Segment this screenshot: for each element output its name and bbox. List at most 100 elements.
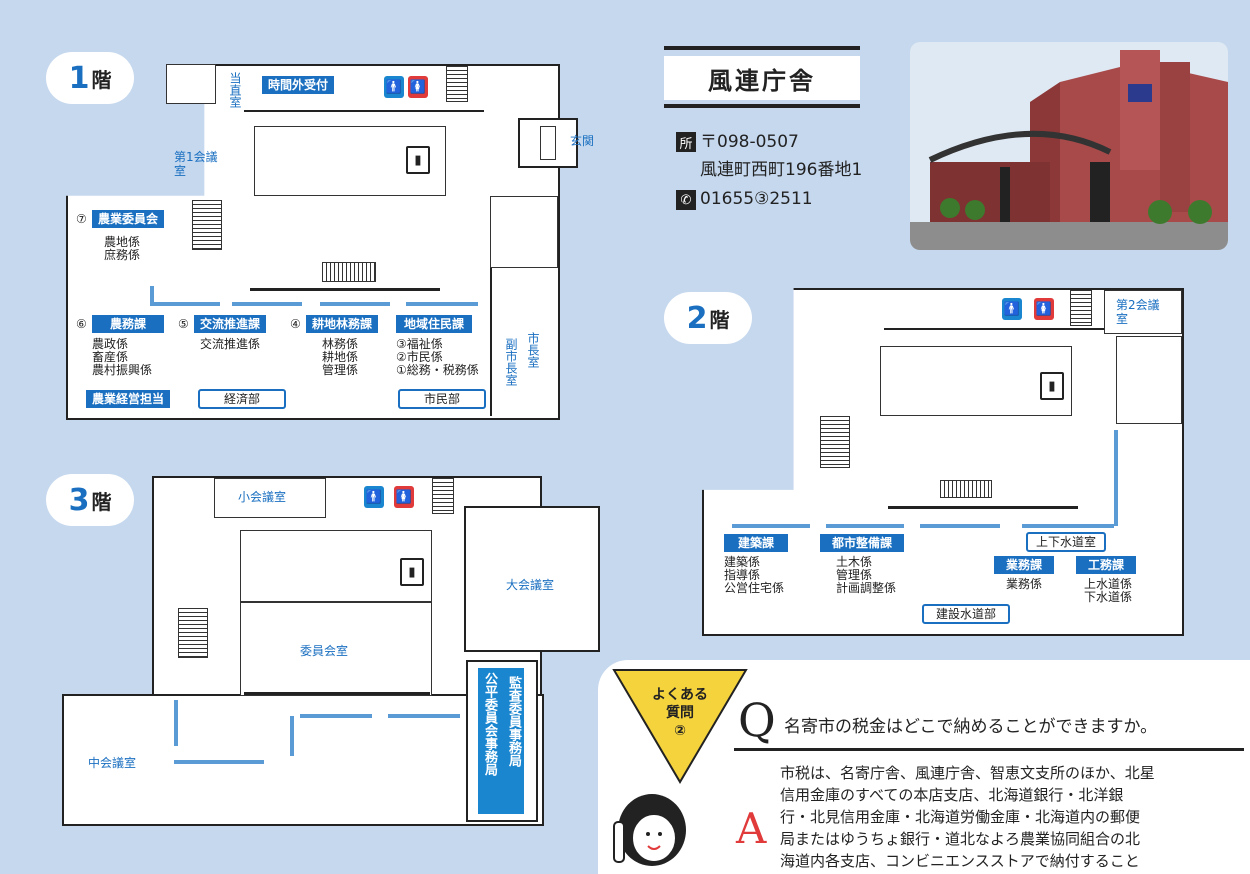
floor2-kenchiku-item: 指導係 <box>724 568 761 582</box>
floor2-badge-kai: 階 <box>709 307 730 332</box>
floor3-kansa-tag: 監査委員事務局 公平委員会事務局 <box>478 668 524 814</box>
floor1-badge-kai: 階 <box>91 67 112 92</box>
floor1-jikangai-tag: 時間外受付 <box>262 76 335 94</box>
floor3-shokaigi-room <box>214 478 326 518</box>
faq-a-mark: A <box>736 804 767 853</box>
faq-answer: 市税は、名寄庁舎、風連庁舎、智恵文支所のほか、北星 信用金庫のすべての本店支店、… <box>780 762 1155 872</box>
floor1-nogyo-keiei-tag: 農業経営担当 <box>86 390 171 408</box>
floor2-stairs-top <box>1070 290 1092 326</box>
floor1-counter-4 <box>320 302 390 306</box>
building-photo-illustration <box>910 42 1228 250</box>
floor1-counter-2 <box>150 302 220 306</box>
faq-q-mark: Q <box>738 693 776 747</box>
floor3-male-restroom-icon: 🚹 <box>364 486 384 508</box>
floor2-toshi-item: 土木係 <box>836 555 873 569</box>
floor2-counter-3 <box>920 524 1000 528</box>
floor1-female-restroom-icon: 🚺 <box>408 76 428 98</box>
floor2-kenchiku-item: 公営住宅係 <box>724 581 785 595</box>
floor1-noumuka-num: ⑥ <box>76 317 87 331</box>
building-title-box: 風連庁舎 <box>664 56 860 100</box>
floor1-wall-top <box>244 110 484 112</box>
floor2-wall-mid <box>888 506 1078 509</box>
floor1-nogyo-iinkai-item: 農地係 <box>104 235 141 249</box>
floor2-dai2-room <box>1104 290 1182 334</box>
faq-answer-line: 海道内各支店、コンビニエンスストアで納付すること <box>780 852 1140 870</box>
floor2-badge-num: 2 <box>686 300 708 336</box>
faq-question: 名寄市の税金はどこで納めることができますか。 <box>784 717 1158 737</box>
floor1-kouchi-items: 林務係 耕地係 管理係 <box>322 338 358 377</box>
floor1-badge-num: 1 <box>68 60 90 96</box>
floor3-iinkai-room <box>240 602 432 696</box>
floor1-chiiki-item: ②市民係 <box>396 350 443 364</box>
floor2-kensetsu-tag: 建設水道部 <box>922 604 1011 624</box>
floor1-noumuka-item: 農村振興係 <box>92 363 153 377</box>
floor2-toshi-item: 計画調整係 <box>836 581 897 595</box>
faq-answer-line: 局またはゆうちょ銀行・道北なよろ農業協同組合の北 <box>780 830 1141 848</box>
floor1-room-corner <box>166 64 216 104</box>
floor3-counter-2 <box>174 760 264 764</box>
building-phone: 01655③2511 <box>700 189 813 209</box>
floor2-elevator-icon: ▮ <box>1040 372 1064 400</box>
floor1-dai1-label: 第1会議室 <box>174 150 218 178</box>
floor1-stairs-top <box>446 66 468 102</box>
faq-rule <box>734 748 1244 751</box>
faq-badge <box>612 669 748 784</box>
floor1-toumuchu-label: 当直室 <box>228 72 242 108</box>
floor2-gyomu-item: 業務係 <box>1006 577 1043 591</box>
floor3-iinkai-label: 委員会室 <box>300 644 349 658</box>
floor2-female-restroom-icon: 🚺 <box>1034 298 1054 320</box>
floor2-toshi-items: 土木係 管理係 計画調整係 <box>836 556 896 595</box>
floor2-counter-2 <box>826 524 904 528</box>
floor2-kenchiku-item: 建築係 <box>724 555 761 569</box>
floor1-koryu-tag: 交流推進課 <box>194 315 267 333</box>
floor3-counter-3 <box>290 716 294 756</box>
operator-illustration <box>613 794 686 866</box>
building-photo <box>910 42 1228 250</box>
floor1-nogyo-iinkai-tag: 農業委員会 <box>92 210 165 228</box>
faq-badge-line: よくある <box>652 687 708 703</box>
floor1-kouchi-item: 林務係 <box>322 337 359 351</box>
floor1-shichou-label: 市長室 <box>526 332 540 368</box>
floor2-kenchiku-tag: 建築課 <box>724 534 789 552</box>
floor1-kouchi-tag: 耕地林務課 <box>306 315 379 333</box>
floor1-counter-5 <box>406 302 478 306</box>
floor3-chukaigi-label: 中会議室 <box>88 756 137 770</box>
floor2-wall-top <box>884 328 1104 330</box>
floor2-dai2-label: 第2会議室 <box>1116 298 1160 326</box>
floor2-jogesuido-tag: 上下水道室 <box>1026 532 1107 552</box>
floor1-fukushicho-label: 副市長室 <box>504 338 518 386</box>
floor2-gyomu-tag: 業務課 <box>994 556 1055 574</box>
floor1-nogyo-iinkai-item: 庶務係 <box>104 248 141 262</box>
floor2-gyomu-items: 業務係 <box>1006 578 1042 591</box>
faq-badge-line: ② <box>674 723 686 739</box>
floor2-stairs-center <box>940 480 992 498</box>
floor1-wall-right-v <box>490 268 492 416</box>
floor1-nogyo-iinkai-num: ⑦ <box>76 212 87 226</box>
floor1-right-room <box>490 196 558 268</box>
floor1-noumuka-item: 農政係 <box>92 337 129 351</box>
floor1-noumuka-item: 畜産係 <box>92 350 129 364</box>
floor2-counter-1 <box>732 524 810 528</box>
faq-answer-line: 行・北見信用金庫・北海道労働金庫・北海道内の郵便 <box>780 808 1141 826</box>
floor3-female-restroom-icon: 🚺 <box>394 486 414 508</box>
floor1-genkan-door <box>540 126 556 160</box>
floor2-counter-4 <box>1022 524 1114 528</box>
floor1-counter-3 <box>232 302 302 306</box>
floor1-koryu-num: ⑤ <box>178 317 189 331</box>
floor1-kouchi-item: 耕地係 <box>322 350 359 364</box>
floor1-koryu-item: 交流推進係 <box>200 337 261 351</box>
floor3-counter-5 <box>388 714 460 718</box>
floor3-daikaigi <box>464 506 600 652</box>
floor3-stairs-left <box>178 608 208 658</box>
floor1-noumuka-items: 農政係 畜産係 農村振興係 <box>92 338 152 377</box>
floor3-elevator-icon: ▮ <box>400 558 424 586</box>
floor3-shokaigi-label: 小会議室 <box>238 490 287 504</box>
floor1-stairs-center <box>322 262 376 282</box>
floor1-kouchi-num: ④ <box>290 317 301 331</box>
floor3-wall-mid <box>244 692 430 695</box>
building-title: 風連庁舎 <box>708 66 816 95</box>
floor3-kansa-box: 監査委員事務局 公平委員会事務局 <box>466 660 538 822</box>
